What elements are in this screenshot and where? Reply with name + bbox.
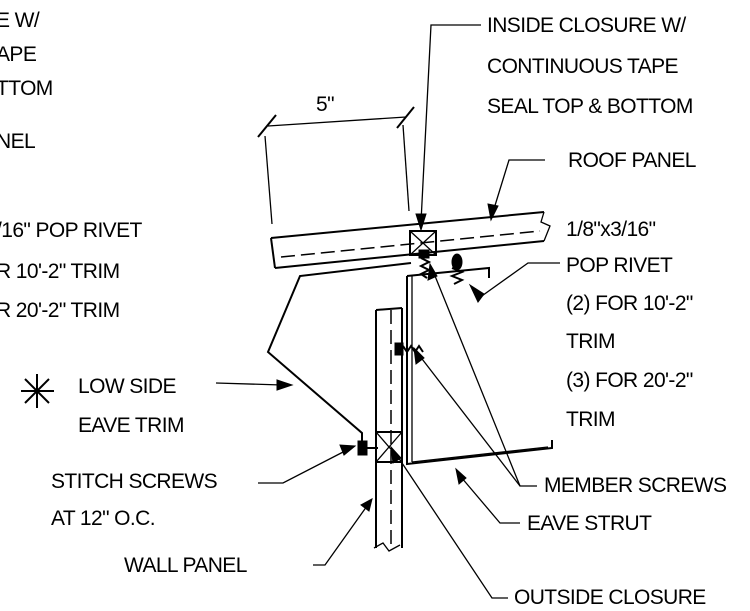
leader-pop-rivet <box>468 262 560 303</box>
pop-rivet-label-line-5: (3) FOR 20'-2" <box>566 369 693 392</box>
left-clipped-text-4: NEL <box>0 130 35 153</box>
left-clipped-text-6: R 10'-2" TRIM <box>0 260 119 283</box>
trim-mark-asterisk-icon <box>21 374 54 408</box>
inside-closure-label-line-2: CONTINUOUS TAPE <box>487 55 679 78</box>
stitch-screw <box>357 440 378 456</box>
dimension-label: 5" <box>316 93 334 116</box>
low-side-eave-trim-shape <box>266 262 412 450</box>
member-screw-middle <box>394 342 424 356</box>
pop-rivet-label-line-2: POP RIVET <box>566 254 673 277</box>
outside-closure-label: OUTSIDE CLOSURE <box>514 586 706 609</box>
left-clipped-text-5: /16" POP RIVET <box>0 219 142 242</box>
leader-member-screws <box>413 262 537 487</box>
roof-panel-label: ROOF PANEL <box>568 149 696 172</box>
left-clipped-text-2: APE <box>0 43 37 66</box>
stitch-screws-label-line-1: STITCH SCREWS <box>51 470 218 493</box>
pop-rivet-fastener <box>449 253 465 285</box>
member-screws-label: MEMBER SCREWS <box>544 474 727 497</box>
stitch-screws-label-line-2: AT 12" O.C. <box>51 507 155 530</box>
leader-inside-closure <box>415 24 481 232</box>
low-side-eave-trim-label-line-2: EAVE TRIM <box>78 414 184 437</box>
leader-eave-trim <box>215 379 294 391</box>
inside-closure-label-line-3: SEAL TOP & BOTTOM <box>487 95 693 118</box>
wall-panel-label: WALL PANEL <box>124 554 247 577</box>
pop-rivet-label-line-1: 1/8"x3/16" <box>566 218 656 241</box>
leader-wall-panel <box>313 498 373 566</box>
leader-outside-closure <box>390 445 508 599</box>
inside-closure-label-line-1: INSIDE CLOSURE W/ <box>487 14 686 37</box>
member-screw-upper <box>418 249 432 279</box>
eave-strut-shape <box>406 266 553 466</box>
low-side-eave-trim-label-line-1: LOW SIDE <box>78 375 176 398</box>
leader-roof-panel <box>487 159 545 222</box>
dimension-line <box>257 106 415 225</box>
pop-rivet-label-line-4: TRIM <box>566 330 615 353</box>
left-clipped-text-7: R 20'-2" TRIM <box>0 299 119 322</box>
leader-stitch-screws <box>258 444 357 484</box>
leader-eave-strut <box>455 467 520 524</box>
eave-strut-label: EAVE STRUT <box>527 512 652 535</box>
left-clipped-text-1: E W/ <box>0 9 40 32</box>
pop-rivet-label-line-6: TRIM <box>566 408 615 431</box>
left-clipped-text-3: TTOM <box>0 77 53 100</box>
pop-rivet-label-line-3: (2) FOR 10'-2" <box>566 292 693 315</box>
